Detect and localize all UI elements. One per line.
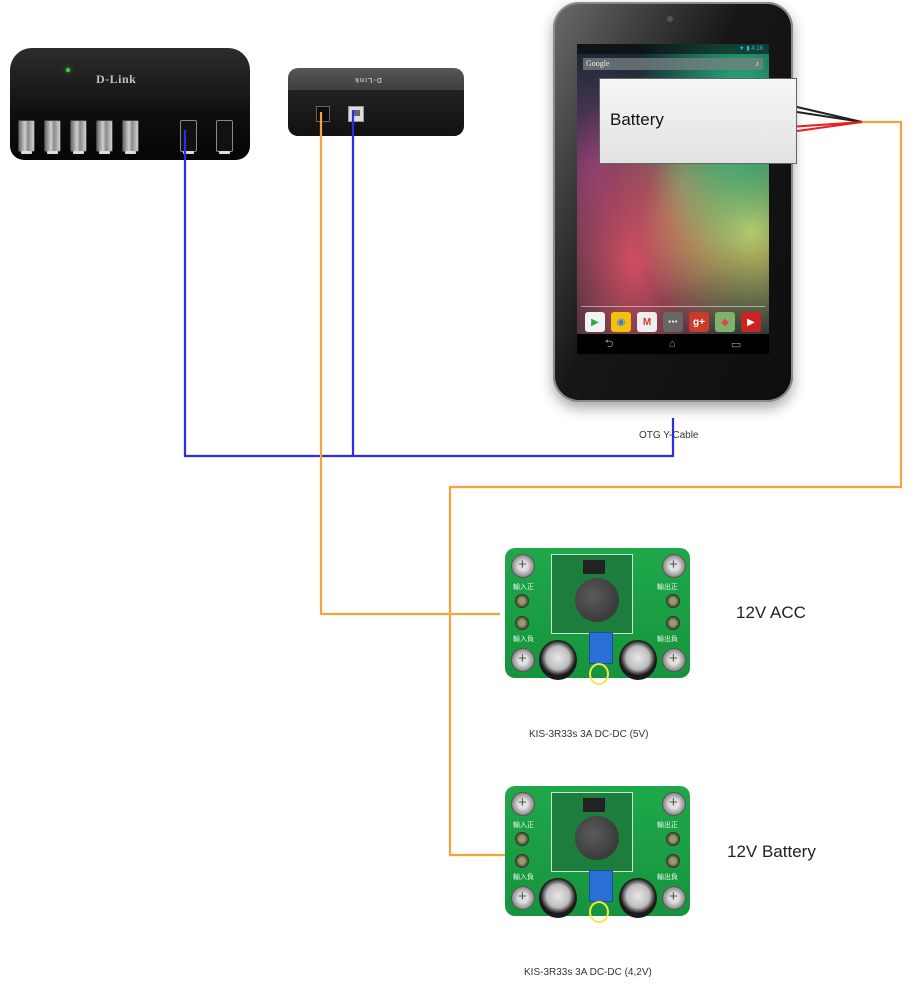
mount-screw-icon bbox=[511, 554, 535, 578]
app-icon-youtube: ▶ bbox=[741, 312, 761, 332]
power-wire-smallhub-to-acc bbox=[319, 112, 500, 616]
status-icons: ▼ ▮ 4:18 bbox=[738, 46, 763, 52]
hub-small-rear-panel bbox=[288, 90, 464, 136]
terminal-in-negative bbox=[515, 616, 529, 630]
app-icon-chrome: ◉ bbox=[611, 312, 631, 332]
mount-screw-icon bbox=[662, 792, 686, 816]
trim-potentiometer bbox=[589, 870, 613, 902]
app-icon-play-store: ▶ bbox=[585, 312, 605, 332]
usb-hub-small: D-Link bbox=[288, 68, 464, 136]
terminal-in-positive bbox=[515, 832, 529, 846]
pcb-board: 輸入正 輸入負 輸出正 輸出負 bbox=[505, 548, 690, 685]
google-search-bar: Google ♪ bbox=[583, 58, 763, 70]
silk-out-pos: 輸出正 bbox=[657, 822, 678, 829]
mount-screw-icon bbox=[662, 554, 686, 578]
usb-port bbox=[122, 120, 139, 154]
ic-chip bbox=[583, 560, 605, 574]
pcb-board: 輸入正 輸入負 輸出正 輸出負 bbox=[505, 786, 690, 923]
hub-top-shell bbox=[10, 48, 250, 118]
dock-divider bbox=[581, 306, 765, 307]
dc-power-jack-icon bbox=[316, 106, 330, 122]
usb-port bbox=[18, 120, 35, 154]
search-bar-label: Google bbox=[586, 59, 610, 68]
battery-callout: Battery bbox=[599, 78, 797, 164]
android-tablet: ▼ ▮ 4:18 Google ♪ ▶ ◉ M ⋯ g+ ◆ ▶ ⮌ ⌂ ▭ bbox=[553, 2, 793, 402]
terminal-out-positive bbox=[666, 594, 680, 608]
power-led-icon bbox=[66, 68, 70, 72]
converter-4v2-caption: KIS-3R33s 3A DC-DC (4,2V) bbox=[524, 967, 652, 978]
hub-brand-logo: D-Link bbox=[96, 72, 137, 86]
nav-bar: ⮌ ⌂ ▭ bbox=[577, 334, 769, 354]
usb-port-upstream bbox=[180, 120, 197, 154]
battery-callout-label: Battery bbox=[610, 110, 664, 129]
mount-screw-icon bbox=[662, 886, 686, 910]
pot-highlight-ring bbox=[589, 663, 609, 685]
silk-out-pos: 輸出正 bbox=[657, 584, 678, 591]
mount-screw-icon bbox=[511, 648, 535, 672]
microphone-icon: ♪ bbox=[755, 59, 759, 68]
app-icon-maps: ◆ bbox=[715, 312, 735, 332]
hub-small-logo: D-Link bbox=[354, 76, 382, 83]
terminal-in-negative bbox=[515, 854, 529, 868]
capacitor bbox=[539, 878, 577, 918]
trim-potentiometer bbox=[589, 632, 613, 664]
mount-screw-icon bbox=[511, 792, 535, 816]
home-icon: ⌂ bbox=[668, 338, 676, 350]
front-camera-icon bbox=[667, 16, 673, 22]
terminal-out-negative bbox=[666, 616, 680, 630]
inductor bbox=[575, 816, 619, 860]
acc-label: 12V ACC bbox=[736, 603, 806, 622]
terminal-out-negative bbox=[666, 854, 680, 868]
silk-in-pos: 輸入正 bbox=[513, 584, 534, 591]
mount-screw-icon bbox=[662, 648, 686, 672]
usb-port bbox=[70, 120, 87, 154]
capacitor bbox=[619, 640, 657, 680]
dc-dc-converter-4v2: 輸入正 輸入負 輸出正 輸出負 bbox=[505, 786, 690, 924]
mount-screw-icon bbox=[511, 886, 535, 910]
capacitor bbox=[539, 640, 577, 680]
silk-in-neg: 輸入負 bbox=[513, 874, 534, 881]
capacitor bbox=[619, 878, 657, 918]
recents-icon: ▭ bbox=[730, 338, 742, 351]
app-dock: ▶ ◉ M ⋯ g+ ◆ ▶ bbox=[585, 312, 761, 334]
usb-port bbox=[96, 120, 113, 154]
back-icon: ⮌ bbox=[604, 337, 614, 350]
hub-small-top bbox=[288, 68, 464, 94]
ic-chip bbox=[583, 798, 605, 812]
converter-5v-caption: KIS-3R33s 3A DC-DC (5V) bbox=[529, 729, 649, 740]
usb-hub-7port: D-Link bbox=[10, 48, 250, 162]
otg-cable-label: OTG Y-Cable bbox=[639, 430, 699, 441]
silk-out-neg: 輸出負 bbox=[657, 874, 678, 881]
app-icon-google-: g+ bbox=[689, 312, 709, 332]
dc-dc-converter-5v: 輸入正 輸入負 輸出正 輸出負 bbox=[505, 548, 690, 686]
terminal-out-positive bbox=[666, 832, 680, 846]
usb-b-port-icon bbox=[348, 106, 364, 122]
app-icon-apps: ⋯ bbox=[663, 312, 683, 332]
inductor bbox=[575, 578, 619, 622]
usb-port bbox=[216, 120, 233, 154]
silk-in-pos: 輸入正 bbox=[513, 822, 534, 829]
app-icon-gmail: M bbox=[637, 312, 657, 332]
battery-label: 12V Battery bbox=[727, 842, 816, 861]
pot-highlight-ring bbox=[589, 901, 609, 923]
silk-in-neg: 輸入負 bbox=[513, 636, 534, 643]
silk-out-neg: 輸出負 bbox=[657, 636, 678, 643]
status-bar: ▼ ▮ 4:18 bbox=[577, 44, 769, 54]
usb-port bbox=[44, 120, 61, 154]
terminal-in-positive bbox=[515, 594, 529, 608]
